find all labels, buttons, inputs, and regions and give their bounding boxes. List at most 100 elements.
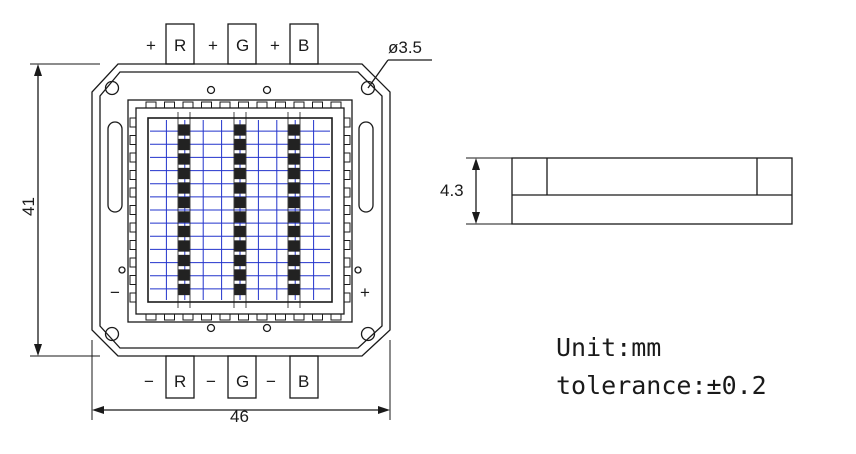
frame-notch xyxy=(129,275,137,285)
led-chip xyxy=(234,240,246,252)
frame-notch xyxy=(129,222,137,233)
led-chip xyxy=(234,153,246,165)
frame-notch xyxy=(129,187,137,198)
led-chip xyxy=(178,182,190,194)
frame-notch xyxy=(129,292,137,303)
frame-notch xyxy=(330,101,342,109)
frame-notch xyxy=(164,101,175,109)
frame-notch xyxy=(164,313,175,321)
height-label: 41 xyxy=(19,197,38,216)
frame-notch xyxy=(343,152,351,163)
frame-notch xyxy=(312,313,323,321)
frame-notch xyxy=(219,313,231,321)
pad-bottom-r-label: R xyxy=(174,372,186,391)
led-chip xyxy=(178,138,190,151)
pad-top-g-sign: + xyxy=(208,36,218,55)
frame-notch xyxy=(330,313,342,321)
frame-notch xyxy=(275,101,286,109)
led-chip xyxy=(288,225,300,238)
unit-note: Unit:mm xyxy=(556,333,661,362)
pad-bottom-b-sign: − xyxy=(266,372,276,391)
frame-notch xyxy=(343,222,351,233)
frame-notch xyxy=(129,257,137,268)
tolerance-note: tolerance:±0.2 xyxy=(556,371,767,400)
frame-notch xyxy=(343,292,351,303)
frame-notch xyxy=(343,117,351,128)
pad-top-b-label: B xyxy=(298,36,309,55)
inner-frame xyxy=(127,99,353,323)
led-chip xyxy=(288,124,300,136)
frame-notch xyxy=(201,313,212,321)
led-chip xyxy=(178,167,190,180)
frame-notch xyxy=(343,187,351,198)
led-chip xyxy=(234,167,246,180)
pad-bottom-g-sign: − xyxy=(206,372,216,391)
frame-notch xyxy=(256,313,268,321)
frame-notch xyxy=(293,101,305,109)
frame-notch xyxy=(293,313,305,321)
side-minus-label: − xyxy=(110,283,120,302)
frame-notch xyxy=(129,117,137,128)
frame-notch xyxy=(201,101,212,109)
thickness-dimension: 4.3 xyxy=(440,157,512,225)
led-chip xyxy=(234,182,246,194)
led-chip xyxy=(288,138,300,151)
frame-notch xyxy=(129,240,137,250)
side-view xyxy=(511,157,793,225)
pad-top-b-sign: + xyxy=(270,36,280,55)
frame-notch xyxy=(219,101,231,109)
led-chip xyxy=(234,138,246,151)
frame-notch xyxy=(256,101,268,109)
led-chip xyxy=(234,254,246,267)
led-chip xyxy=(178,124,190,136)
frame-notch xyxy=(145,313,157,321)
alignment-circles xyxy=(118,85,362,333)
pad-top-r-sign: + xyxy=(146,36,156,55)
frame-notch xyxy=(238,313,249,321)
led-chip xyxy=(234,283,246,296)
led-chip xyxy=(178,254,190,267)
led-chip xyxy=(178,153,190,165)
led-chip xyxy=(234,269,246,281)
led-chip xyxy=(288,240,300,252)
pad-top-r-label: R xyxy=(174,36,186,55)
thickness-label: 4.3 xyxy=(440,181,464,200)
frame-notch xyxy=(343,170,351,180)
frame-notch xyxy=(343,135,351,145)
led-chip xyxy=(288,211,300,223)
led-chip xyxy=(178,225,190,238)
width-dimension: 46 xyxy=(91,340,391,426)
led-chip xyxy=(234,124,246,136)
frame-notch xyxy=(343,240,351,250)
pads-bottom xyxy=(165,355,319,399)
frame-notch xyxy=(129,170,137,180)
led-chip xyxy=(288,167,300,180)
led-chip xyxy=(178,283,190,296)
led-chip xyxy=(234,196,246,209)
led-chip xyxy=(288,153,300,165)
side-slots xyxy=(107,121,374,213)
frame-notch xyxy=(312,101,323,109)
pads-top xyxy=(165,23,319,65)
mounting-holes xyxy=(104,80,376,342)
led-chip xyxy=(288,196,300,209)
led-chip xyxy=(288,283,300,296)
frame-notch xyxy=(145,101,157,109)
frame-notch xyxy=(343,205,351,215)
frame-notch xyxy=(238,101,249,109)
outer-plate xyxy=(91,63,391,357)
led-chip xyxy=(178,240,190,252)
pad-bottom-r-sign: − xyxy=(144,372,154,391)
frame-notch xyxy=(275,313,286,321)
pad-bottom-b-label: B xyxy=(298,372,309,391)
frame-notch xyxy=(343,257,351,268)
led-chip xyxy=(234,225,246,238)
led-chip xyxy=(178,196,190,209)
pad-bottom-g-label: G xyxy=(236,372,249,391)
led-chip-columns xyxy=(177,112,301,308)
led-chip xyxy=(234,211,246,223)
pad-top-g-label: G xyxy=(236,36,249,55)
frame-notch xyxy=(182,101,194,109)
frame-notch xyxy=(129,135,137,145)
